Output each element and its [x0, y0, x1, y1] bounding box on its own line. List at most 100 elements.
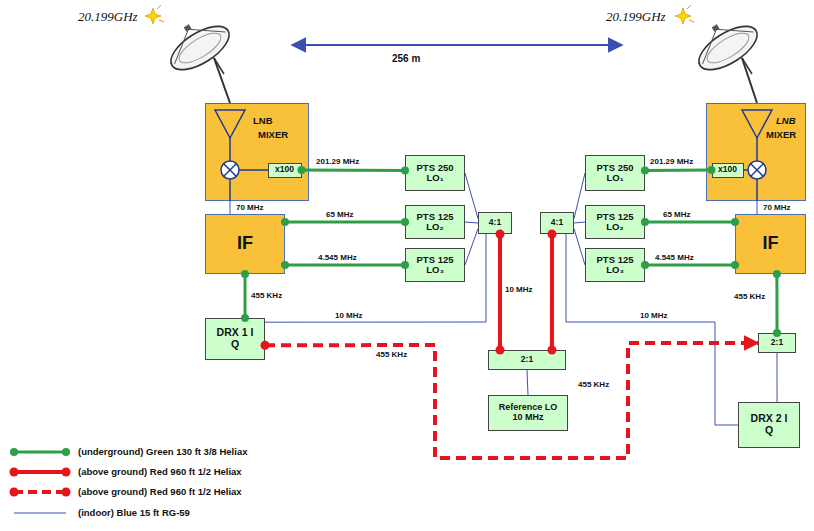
- cable-connector: [495, 230, 504, 355]
- cable-connector: [241, 270, 249, 322]
- legend-sample: [10, 448, 70, 456]
- cable-end-dot: [281, 218, 289, 226]
- cable-connector: [757, 201, 758, 214]
- cable-end-dot: [641, 166, 649, 174]
- cable-connector: [547, 230, 556, 355]
- pts-synth-box: PTS 125 LO₂: [405, 205, 465, 239]
- legend-sample: [10, 488, 71, 497]
- cable-connector: [777, 353, 778, 402]
- frequency-label: 4.545 MHz: [318, 253, 357, 263]
- frequency-label: 455 KHz: [251, 291, 282, 301]
- cable-line: [244, 274, 247, 318]
- frequency-label: 455 KHz: [376, 350, 407, 360]
- combiner-box: 2:1: [488, 350, 566, 370]
- cable-connector: [574, 229, 585, 266]
- cable-connector: [641, 261, 739, 269]
- cable-end-dot: [548, 230, 557, 239]
- box-label: IF: [237, 234, 253, 254]
- receiver-box: DRX 2 I Q: [738, 402, 800, 448]
- box-label: IF: [763, 234, 779, 254]
- box-label: x100: [718, 165, 737, 174]
- cable-line: [285, 264, 405, 267]
- cable-line: [757, 201, 758, 214]
- pts-synth-box: PTS 125 LO₂: [585, 205, 645, 239]
- cable-connector: [527, 370, 528, 395]
- frequency-label: 201.29 MHz: [650, 157, 693, 167]
- cable-line: [229, 201, 230, 214]
- cable-line: [574, 229, 585, 266]
- box-label: DRX 1 I Q: [216, 327, 254, 350]
- cable-line: [465, 173, 478, 219]
- cable-end-dot: [298, 166, 306, 174]
- cable-connector: [566, 234, 738, 425]
- cable-connector: [574, 222, 585, 223]
- cable-line: [465, 229, 478, 266]
- cable-end-dot: [241, 314, 249, 322]
- cable-end-dot: [731, 218, 739, 226]
- pts-synth-box: PTS 250 LO₁: [405, 155, 465, 191]
- cable-connector: [261, 341, 759, 458]
- dish-antenna: [158, 8, 236, 103]
- box-label: 2:1: [771, 338, 783, 347]
- if-box: IF: [205, 214, 285, 274]
- frequency-label: 20.199GHz: [78, 9, 138, 24]
- frequency-label: 65 MHz: [663, 210, 691, 220]
- box-label: PTS 125 LO₂: [591, 212, 639, 233]
- dimension-arrow: [292, 44, 622, 46]
- pts-synth-box: PTS 125 LO₃: [405, 248, 465, 282]
- cable-line: [777, 353, 778, 402]
- pts-synth-box: PTS 250 LO₁: [585, 155, 645, 191]
- cable-line: [465, 222, 478, 223]
- frequency-label: 10 MHz: [640, 311, 668, 321]
- legend-sample: [10, 468, 71, 477]
- box-label: Reference LO 10 MHz: [495, 403, 561, 423]
- component-label: LNB: [776, 116, 796, 126]
- cable-end-dot: [401, 166, 409, 174]
- cable-line: [498, 234, 502, 350]
- lnb-internals: [742, 110, 772, 201]
- cable-connector: [281, 218, 409, 226]
- box-label: 2:1: [521, 355, 533, 364]
- cable-line: [285, 220, 405, 223]
- frequency-label: 10 MHz: [505, 285, 533, 295]
- component-label: LNB: [253, 116, 273, 126]
- cable-end-dot: [261, 341, 270, 350]
- box-label: PTS 125 LO₃: [411, 255, 459, 276]
- dimension-label: 256 m: [392, 53, 420, 65]
- cable-end-dot: [708, 166, 716, 174]
- frequency-label: 70 MHz: [236, 203, 264, 213]
- frequency-label: 4.545 MHz: [655, 253, 694, 263]
- cable-line: [265, 234, 486, 322]
- reference-box: Reference LO 10 MHz: [488, 395, 568, 431]
- cable-end-dot: [773, 270, 781, 278]
- legend-sample: [14, 513, 66, 514]
- cable-connector: [229, 201, 230, 214]
- cable-connector: [773, 270, 781, 337]
- cable-connector: [641, 166, 716, 174]
- cable-line: [574, 173, 585, 219]
- if-box: IF: [735, 214, 806, 274]
- cable-connector: [465, 222, 478, 223]
- frequency-label: 65 MHz: [326, 210, 354, 220]
- splitter-box: 4:1: [478, 212, 512, 234]
- splitter-box: 4:1: [540, 212, 574, 234]
- pts-synth-box: PTS 125 LO₃: [585, 248, 645, 282]
- box-label: 4:1: [551, 218, 563, 227]
- cable-line: [645, 220, 735, 223]
- cable-connector: [298, 166, 410, 174]
- legend-text: (underground) Green 130 ft 3/8 Heliax: [78, 446, 247, 458]
- box-label: x100: [275, 165, 294, 174]
- cable-connector: [265, 234, 486, 322]
- box-label: PTS 125 LO₃: [591, 255, 639, 276]
- signal-spark: [145, 5, 164, 24]
- mixer-label: MIXER: [258, 130, 288, 140]
- multiplier-box: x100: [268, 163, 302, 178]
- box-label: PTS 250 LO₁: [411, 163, 459, 184]
- cable-end-dot: [641, 261, 649, 269]
- cable-end-dot: [547, 346, 556, 355]
- cable-end-dot: [401, 218, 409, 226]
- dish-antenna: [686, 8, 764, 103]
- frequency-label: 455 KHz: [578, 380, 609, 390]
- cable-connector: [641, 218, 739, 226]
- frequency-label: 201.29 MHz: [316, 157, 359, 167]
